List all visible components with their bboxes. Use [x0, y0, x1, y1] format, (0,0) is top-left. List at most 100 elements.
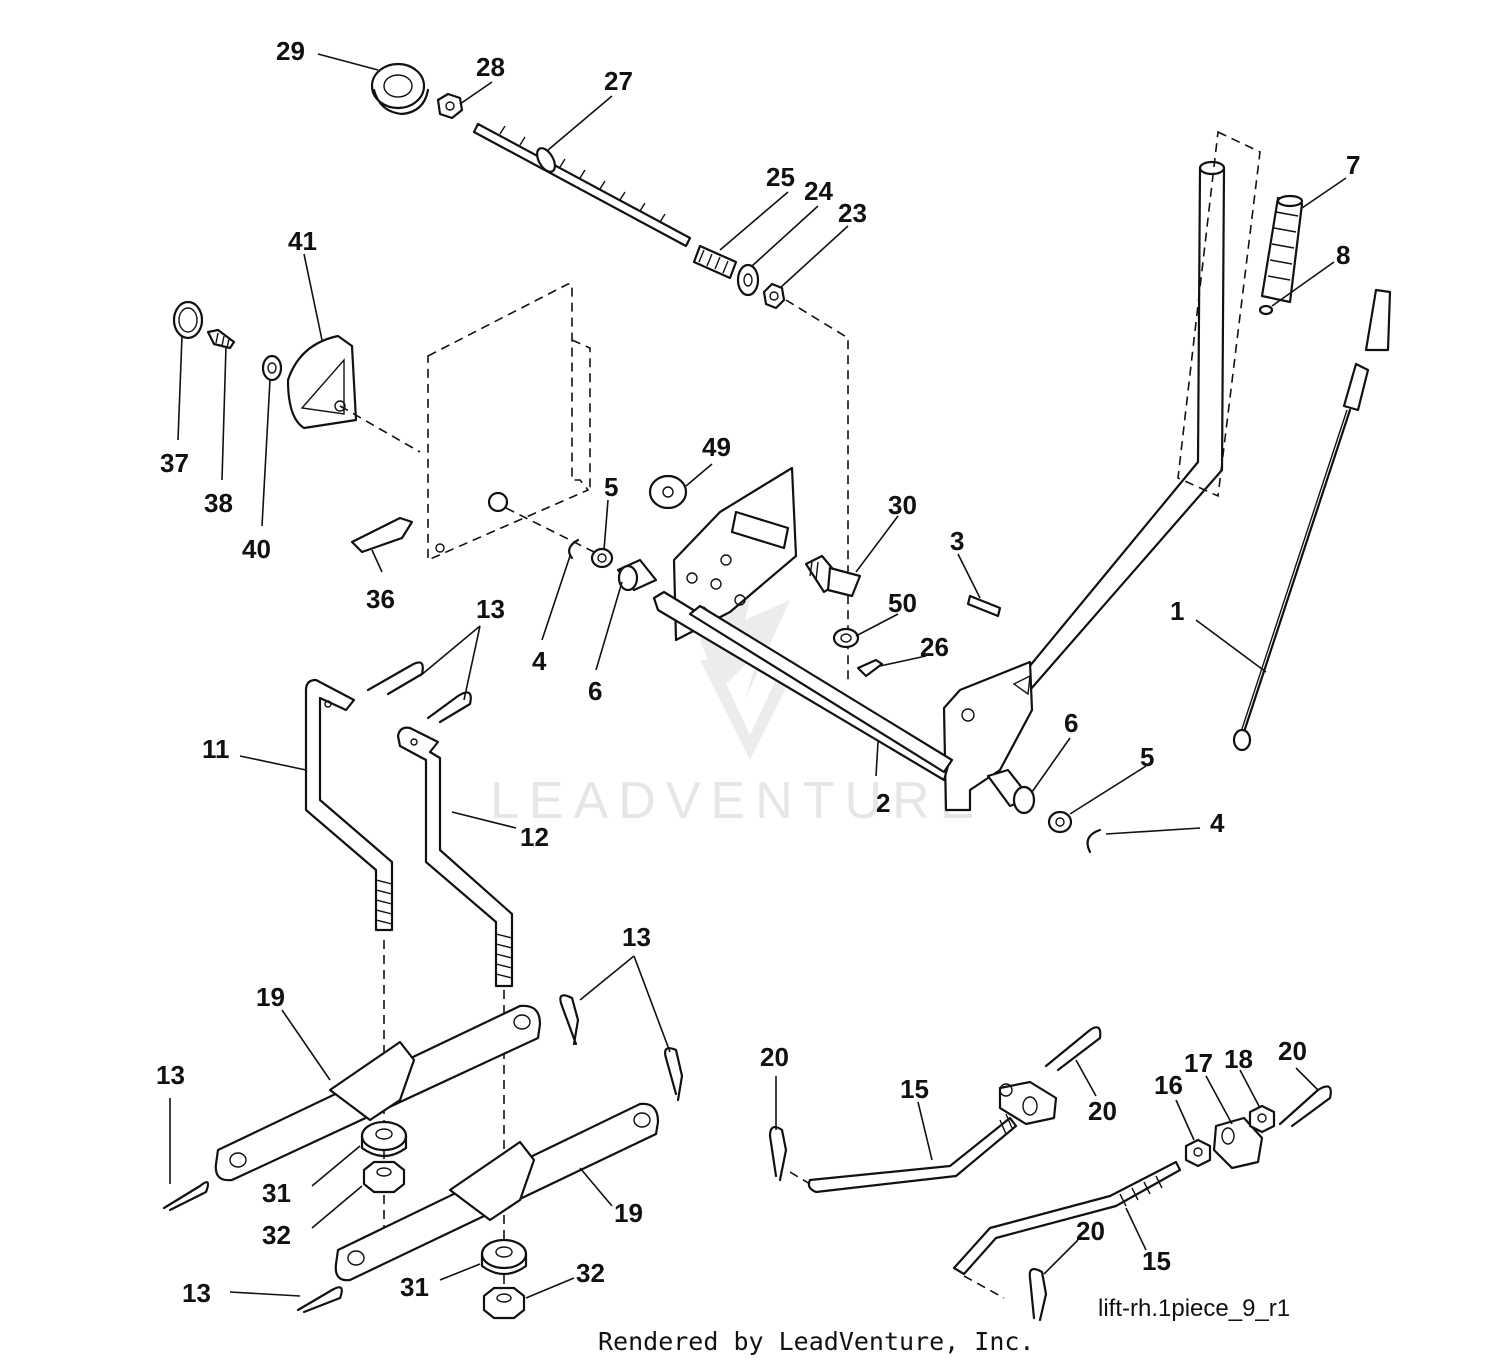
- nut-32-upper[interactable]: [362, 1160, 406, 1194]
- washer-40[interactable]: [261, 354, 283, 382]
- callout-37: 37: [160, 448, 189, 478]
- callout-17: 17: [1184, 1048, 1213, 1078]
- callout-20-mid: 20: [1088, 1096, 1117, 1126]
- callout-31-upper: 31: [262, 1178, 291, 1208]
- callout-18: 18: [1224, 1044, 1253, 1074]
- hairpin-20-d[interactable]: [1028, 1268, 1048, 1322]
- lift-link-11[interactable]: [304, 678, 394, 932]
- callout-50: 50: [888, 588, 917, 618]
- callout-25: 25: [766, 162, 795, 192]
- link15-upper-dashed-path: [789, 1171, 811, 1185]
- nut-16[interactable]: [1184, 1138, 1212, 1168]
- callout-32-lower: 32: [576, 1258, 605, 1288]
- hairpin-20-c[interactable]: [1278, 1085, 1332, 1128]
- callout-7: 7: [1346, 150, 1360, 180]
- callout-12: 12: [520, 822, 549, 852]
- callout-16: 16: [1154, 1070, 1183, 1100]
- cotter-26[interactable]: [856, 658, 884, 678]
- callout-30: 30: [888, 490, 917, 520]
- nut-28[interactable]: [436, 92, 464, 120]
- callout-6-right: 6: [1064, 708, 1078, 738]
- cable-1[interactable]: [1232, 288, 1392, 752]
- leader-lines: [169, 53, 1347, 1299]
- callout-23: 23: [838, 198, 867, 228]
- callout-13-left: 13: [156, 1060, 185, 1090]
- lift-arm-19-upper[interactable]: [214, 1004, 542, 1182]
- callout-24: 24: [804, 176, 833, 206]
- callout-40: 40: [242, 534, 271, 564]
- threaded-rod-27[interactable]: [472, 122, 692, 248]
- shaft-2[interactable]: [652, 590, 954, 782]
- callout-19-upper: 19: [256, 982, 285, 1012]
- e-clip-4-left[interactable]: [568, 538, 580, 560]
- callout-49: 49: [702, 432, 731, 462]
- diagram-id: lift-rh.1piece_9_r1: [1098, 1295, 1290, 1322]
- pivot-dashed-path: [505, 507, 611, 561]
- callout-36: 36: [366, 584, 395, 614]
- hairpin-20-a[interactable]: [768, 1126, 788, 1182]
- lift-link-12[interactable]: [396, 726, 514, 988]
- callout-13-top: 13: [476, 594, 505, 624]
- trunnion-30[interactable]: [804, 554, 862, 598]
- callout-2: 2: [876, 788, 890, 818]
- bolt-49[interactable]: [648, 474, 688, 510]
- frame-edge-dashed: [571, 339, 591, 488]
- bolt-38[interactable]: [206, 328, 236, 350]
- washer-24[interactable]: [736, 263, 760, 297]
- washer-5-left[interactable]: [590, 547, 614, 569]
- footer-credit: Rendered by LeadVenture, Inc.: [598, 1327, 1035, 1356]
- handle-dashed-box: [1177, 130, 1261, 498]
- knob-29[interactable]: [370, 62, 430, 116]
- callout-29: 29: [276, 36, 305, 66]
- clamp-37[interactable]: [172, 300, 204, 340]
- lift-plate[interactable]: [672, 466, 798, 642]
- pivot-boss: [435, 491, 509, 553]
- link-15-upper-block[interactable]: [998, 1080, 1058, 1126]
- locknut-50[interactable]: [832, 627, 860, 649]
- callout-31-lower: 31: [400, 1272, 429, 1302]
- callout-13-mid: 13: [622, 922, 651, 952]
- nut-23[interactable]: [762, 282, 786, 310]
- callout-5-right: 5: [1140, 742, 1154, 772]
- washer-8[interactable]: [1258, 304, 1274, 316]
- hairpin-13-e[interactable]: [162, 1181, 210, 1212]
- callout-8: 8: [1336, 240, 1350, 270]
- washer-5-right[interactable]: [1047, 810, 1073, 834]
- hairpin-13-c[interactable]: [559, 994, 580, 1046]
- callout-4-right: 4: [1210, 808, 1225, 838]
- bracket-dashed-path: [339, 405, 421, 453]
- grip-7[interactable]: [1260, 194, 1304, 304]
- bushing-6-left[interactable]: [616, 558, 658, 592]
- spacer-31-lower[interactable]: [480, 1238, 528, 1276]
- hairpin-13-d[interactable]: [664, 1047, 684, 1102]
- lift-handle[interactable]: [942, 160, 1226, 812]
- lift-arm-19-lower[interactable]: [334, 1102, 660, 1282]
- nut-18[interactable]: [1248, 1104, 1276, 1134]
- pin-3[interactable]: [966, 594, 1002, 618]
- link-15-upper[interactable]: [807, 1113, 1018, 1194]
- callout-15-lower: 15: [1142, 1246, 1171, 1276]
- link-15-lower[interactable]: [952, 1160, 1182, 1276]
- callout-32-upper: 32: [262, 1220, 291, 1250]
- callout-3: 3: [950, 526, 964, 556]
- callout-4-left: 4: [532, 646, 547, 676]
- nut-32-lower[interactable]: [482, 1286, 526, 1320]
- callout-20-right: 20: [1278, 1036, 1307, 1066]
- spring-25[interactable]: [692, 244, 738, 280]
- hairpin-13-b[interactable]: [426, 691, 472, 724]
- hairpin-13-a[interactable]: [366, 661, 424, 696]
- callout-19-lower: 19: [614, 1198, 643, 1228]
- callout-38: 38: [204, 488, 233, 518]
- callout-26: 26: [920, 632, 949, 662]
- bracket-41[interactable]: [286, 334, 358, 430]
- link15-lower-dashed-path: [963, 1275, 1005, 1299]
- e-clip-4-right[interactable]: [1086, 828, 1102, 854]
- clip-36[interactable]: [350, 516, 414, 554]
- callout-20-left: 20: [760, 1042, 789, 1072]
- hairpin-13-f[interactable]: [296, 1286, 343, 1314]
- bushing-6-right[interactable]: [986, 768, 1036, 815]
- spacer-31-upper[interactable]: [360, 1120, 408, 1158]
- hairpin-20-b[interactable]: [1044, 1026, 1102, 1072]
- block-17[interactable]: [1212, 1116, 1264, 1170]
